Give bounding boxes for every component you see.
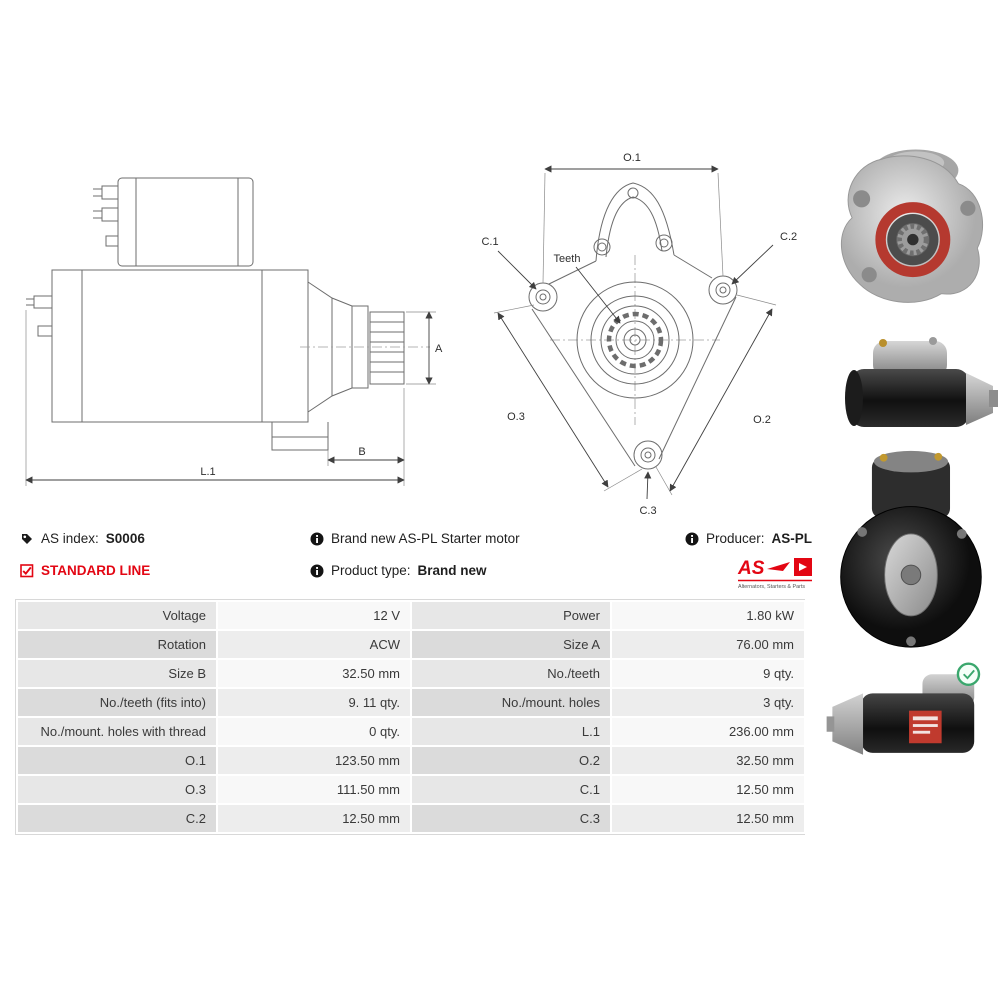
spec-label: O.3 <box>16 774 218 805</box>
standard-line-row: STANDARD LINE <box>20 563 150 578</box>
producer-row: Producer: AS-PL <box>685 531 812 546</box>
dim-label-O3: O.3 <box>507 411 525 423</box>
spec-value: 12 V <box>216 600 412 631</box>
product-type-value: Brand new <box>417 563 487 578</box>
spec-value: 0 qty. <box>216 716 412 747</box>
motor-body-outline <box>26 269 329 451</box>
dim-label-C3: C.3 <box>639 505 656 517</box>
as-index-value: S0006 <box>105 531 145 546</box>
dimension-C3: C.3 <box>639 471 657 517</box>
dimension-A: A <box>406 311 443 385</box>
spec-label: Voltage <box>16 600 218 631</box>
logo-subtext: Alternators, Starters & Parts <box>738 584 805 590</box>
dimension-C1: C.1 <box>481 236 537 290</box>
dim-label-O2: O.2 <box>753 414 771 426</box>
spec-value: 9 qty. <box>610 658 806 689</box>
photo-rear-view <box>840 450 982 648</box>
standard-line-label: STANDARD LINE <box>41 563 151 578</box>
as-index-row: AS index: S0006 <box>20 531 145 546</box>
spec-value: 123.50 mm <box>216 745 412 776</box>
product-type-row: Product type: Brand new <box>310 563 487 578</box>
logo-swoosh <box>767 562 790 571</box>
spec-label: No./teeth <box>410 658 612 689</box>
product-photos <box>820 140 1000 776</box>
teeth-label: Teeth <box>554 253 581 265</box>
dim-label-B: B <box>358 446 365 458</box>
spec-label: O.1 <box>16 745 218 776</box>
mounting-holes <box>528 275 738 470</box>
dim-label-A: A <box>435 343 443 355</box>
spec-value: 1.80 kW <box>610 600 806 631</box>
spec-value: 111.50 mm <box>216 774 412 805</box>
dim-label-C1: C.1 <box>481 236 498 248</box>
checkbox-icon <box>20 563 34 577</box>
spec-label: Rotation <box>16 629 218 660</box>
dimension-L1: L.1 <box>25 310 405 486</box>
spec-value: ACW <box>216 629 412 660</box>
product-info: AS index: S0006 STANDARD LINE Brand new … <box>15 528 815 594</box>
spec-value: 76.00 mm <box>610 629 806 660</box>
dimension-O1: O.1 <box>542 152 724 284</box>
info-icon <box>310 532 324 545</box>
spec-value: 236.00 mm <box>610 716 806 747</box>
spec-label: Size B <box>16 658 218 689</box>
dimension-O3: O.3 <box>493 304 643 492</box>
dim-label-O1: O.1 <box>623 152 641 164</box>
spec-value: 32.50 mm <box>610 745 806 776</box>
photo-side-view <box>845 337 998 427</box>
front-view-drawing: O.1 C.1 C.2 Teeth O.3 O.2 <box>481 152 797 517</box>
spec-value: 3 qty. <box>610 687 806 718</box>
spec-label: No./teeth (fits into) <box>16 687 218 718</box>
spec-label: O.2 <box>410 745 612 776</box>
spec-label: C.2 <box>16 803 218 834</box>
dimension-B: B <box>327 388 405 466</box>
as-pl-logo: AS Alternators, Starters & Parts <box>737 556 815 595</box>
mounting-plate-outline <box>531 182 737 467</box>
solenoid-outline <box>93 177 254 267</box>
logo-arrow-icon <box>799 563 807 571</box>
spec-value: 12.50 mm <box>216 803 412 834</box>
brand-new-text: Brand new AS-PL Starter motor <box>331 531 520 546</box>
spec-label: No./mount. holes <box>410 687 612 718</box>
spec-label: Power <box>410 600 612 631</box>
spec-label: Size A <box>410 629 612 660</box>
photo-angled-view <box>826 662 981 755</box>
logo-text: AS <box>737 558 765 579</box>
brand-new-row: Brand new AS-PL Starter motor <box>310 531 520 546</box>
side-view-drawing: A B L.1 <box>25 177 443 486</box>
spec-value: 12.50 mm <box>610 774 806 805</box>
spec-value: 32.50 mm <box>216 658 412 689</box>
producer-value: AS-PL <box>771 531 813 546</box>
spec-row: No./teeth (fits into)9. 11 qty.No./mount… <box>16 687 806 718</box>
product-type-label: Product type: <box>331 563 411 578</box>
photo-front-view <box>840 149 984 303</box>
spec-label: L.1 <box>410 716 612 747</box>
spec-label: C.3 <box>410 803 612 834</box>
dim-label-L1: L.1 <box>200 466 215 478</box>
dimension-C2: C.2 <box>731 231 797 285</box>
spec-value: 12.50 mm <box>610 803 806 834</box>
spec-value: 9. 11 qty. <box>216 687 412 718</box>
tag-icon <box>22 533 32 544</box>
dim-label-C2: C.2 <box>780 231 797 243</box>
teeth-callout: Teeth <box>554 253 621 324</box>
as-index-label: AS index: <box>41 531 99 546</box>
spec-label: No./mount. holes with thread <box>16 716 218 747</box>
spec-label: C.1 <box>410 774 612 805</box>
producer-label: Producer: <box>706 531 765 546</box>
info-icon <box>685 532 699 545</box>
info-icon <box>310 564 324 577</box>
dimension-O2: O.2 <box>655 294 777 496</box>
